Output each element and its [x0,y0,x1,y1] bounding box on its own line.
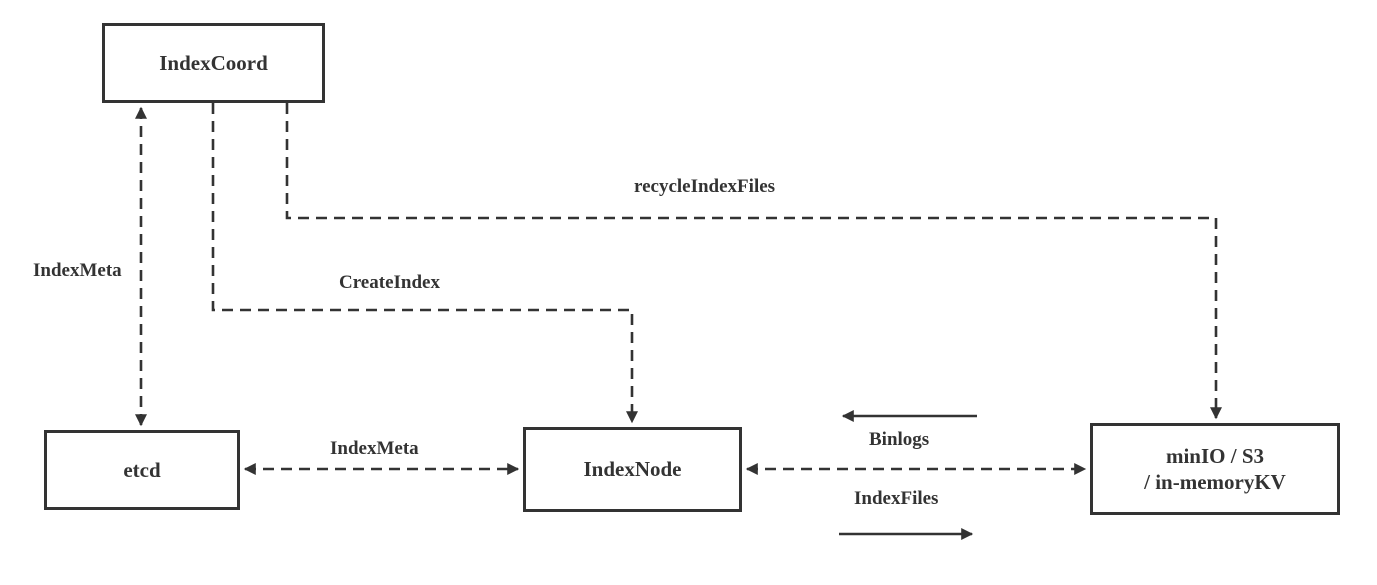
edge-label-indexfiles: IndexFiles [854,488,939,509]
edge-label-recycleindexfiles: recycleIndexFiles [634,176,776,197]
node-indexnode-label: IndexNode [583,457,682,482]
node-storage-label-line2: / in-memoryKV [1144,470,1286,494]
node-indexcoord-label: IndexCoord [159,50,268,75]
edge-label-binlogs: Binlogs [869,429,930,450]
edge-indexcoord-storage [285,103,1222,420]
node-storage-label-line1: minIO / S3 [1165,443,1265,468]
edge-label-createindex: CreateIndex [339,272,440,293]
node-indexcoord: IndexCoord [102,23,325,103]
edge-indexcoord-indexnode [211,103,638,424]
edge-label-indexmeta-vertical: IndexMeta [33,260,122,281]
node-storage: minIO / S3 / in-memoryKV [1090,423,1340,515]
node-etcd: etcd [44,430,240,510]
edge-label-indexmeta-horizontal: IndexMeta [330,438,419,459]
node-indexnode: IndexNode [523,427,742,512]
node-etcd-label: etcd [123,457,161,482]
